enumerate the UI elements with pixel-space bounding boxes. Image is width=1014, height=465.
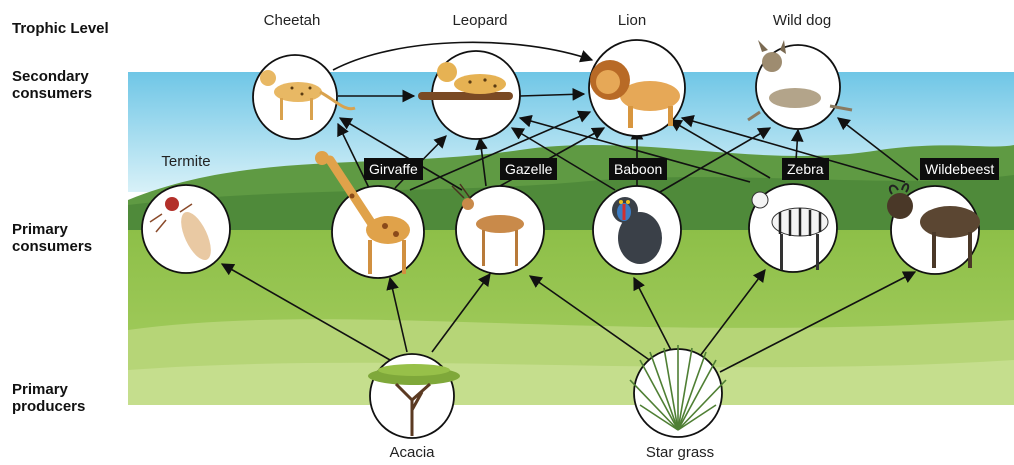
primary-consumers-label: Primary consumers [12, 221, 92, 255]
wild-dog-label: Wild dog [773, 12, 831, 29]
trophic-level-header: Trophic Level [12, 20, 109, 37]
zebra-circle [749, 184, 837, 272]
star-grass-label: Star grass [646, 444, 714, 461]
gazelle-label: Gazelle [500, 158, 557, 180]
baboon-circle [593, 186, 681, 274]
leopard-label: Leopard [452, 12, 507, 29]
acacia-label: Acacia [389, 444, 434, 461]
termite-circle [142, 185, 230, 273]
lion-label: Lion [618, 12, 646, 29]
termite-label: Termite [161, 153, 210, 170]
cheetah-label: Cheetah [264, 12, 321, 29]
giraffe-label: Girvaffe [364, 158, 423, 180]
secondary-consumers-label: Secondary consumers [12, 68, 92, 102]
baboon-label: Baboon [609, 158, 667, 180]
primary-producers-label: Primary producers [12, 381, 85, 415]
lion-circle [589, 40, 685, 136]
wildebeest-label: Wildebeest [920, 158, 999, 180]
zebra-label: Zebra [782, 158, 829, 180]
